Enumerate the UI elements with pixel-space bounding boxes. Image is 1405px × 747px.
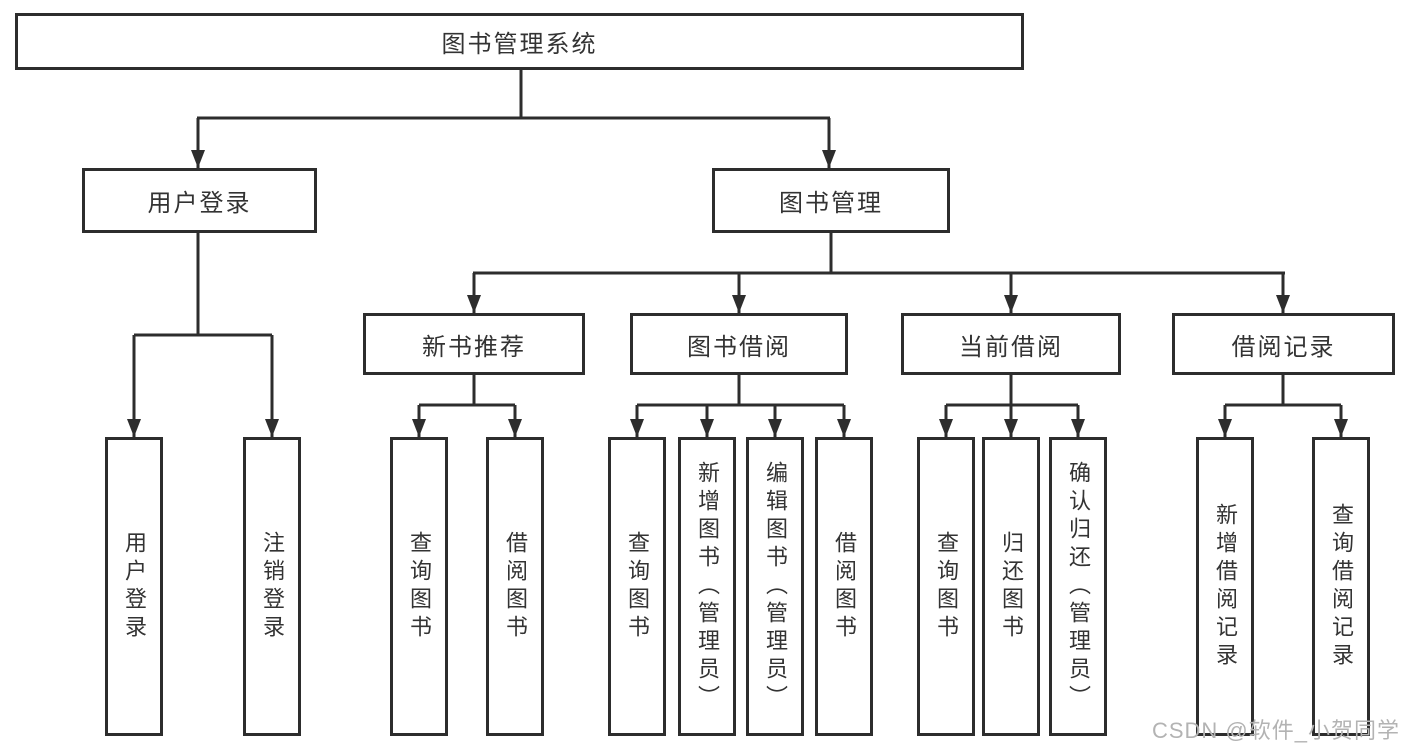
node-label: 新增图书（管理员） (695, 460, 720, 713)
leaf-borrow-books-recommend: 借阅图书 (486, 437, 544, 736)
node-label: 借阅记录 (1231, 333, 1336, 361)
node-label: 归还图书 (999, 530, 1024, 643)
node-label: 图书管理 (779, 190, 883, 217)
leaf-query-books-borrow: 查询图书 (608, 437, 666, 736)
node-label: 借阅图书 (832, 530, 857, 643)
node-label: 当前借阅 (959, 333, 1063, 361)
node-library-management-system: 图书管理系统 (15, 13, 1024, 70)
node-label: 查询借阅记录 (1329, 502, 1354, 671)
leaf-borrow-books: 借阅图书 (815, 437, 873, 736)
leaf-add-books-admin: 新增图书（管理员） (678, 437, 736, 736)
leaf-logout: 注销登录 (243, 437, 301, 736)
node-label: 注销登录 (260, 530, 285, 643)
node-label: 新增借阅记录 (1213, 502, 1238, 671)
csdn-watermark: CSDN @软件_小贺同学 (1151, 718, 1400, 743)
node-label: 新书推荐 (422, 333, 526, 361)
node-label: 借阅图书 (503, 530, 528, 643)
node-label: 确认归还（管理员） (1066, 460, 1091, 713)
node-label: 查询图书 (934, 530, 959, 643)
node-label: 用户登录 (147, 190, 252, 217)
node-label: 图书管理系统 (441, 31, 598, 58)
node-current-borrowing: 当前借阅 (901, 313, 1121, 375)
leaf-edit-books-admin: 编辑图书（管理员） (746, 437, 804, 736)
node-label: 编辑图书（管理员） (763, 460, 788, 713)
leaf-user-login: 用户登录 (105, 437, 163, 736)
node-user-login: 用户登录 (82, 168, 317, 233)
node-label: 查询图书 (625, 530, 650, 643)
leaf-query-books-recommend: 查询图书 (390, 437, 448, 736)
leaf-return-books: 归还图书 (982, 437, 1040, 736)
leaf-confirm-return-admin: 确认归还（管理员） (1049, 437, 1107, 736)
leaf-add-borrow-record: 新增借阅记录 (1196, 437, 1254, 736)
node-new-book-recommend: 新书推荐 (363, 313, 585, 375)
node-book-borrowing: 图书借阅 (630, 313, 848, 375)
node-book-management: 图书管理 (712, 168, 950, 233)
node-label: 图书借阅 (687, 333, 791, 361)
node-label: 用户登录 (122, 530, 147, 643)
node-borrowing-records: 借阅记录 (1172, 313, 1395, 375)
leaf-query-borrow-record: 查询借阅记录 (1312, 437, 1370, 736)
leaf-query-books-current: 查询图书 (917, 437, 975, 736)
node-label: 查询图书 (407, 530, 432, 643)
